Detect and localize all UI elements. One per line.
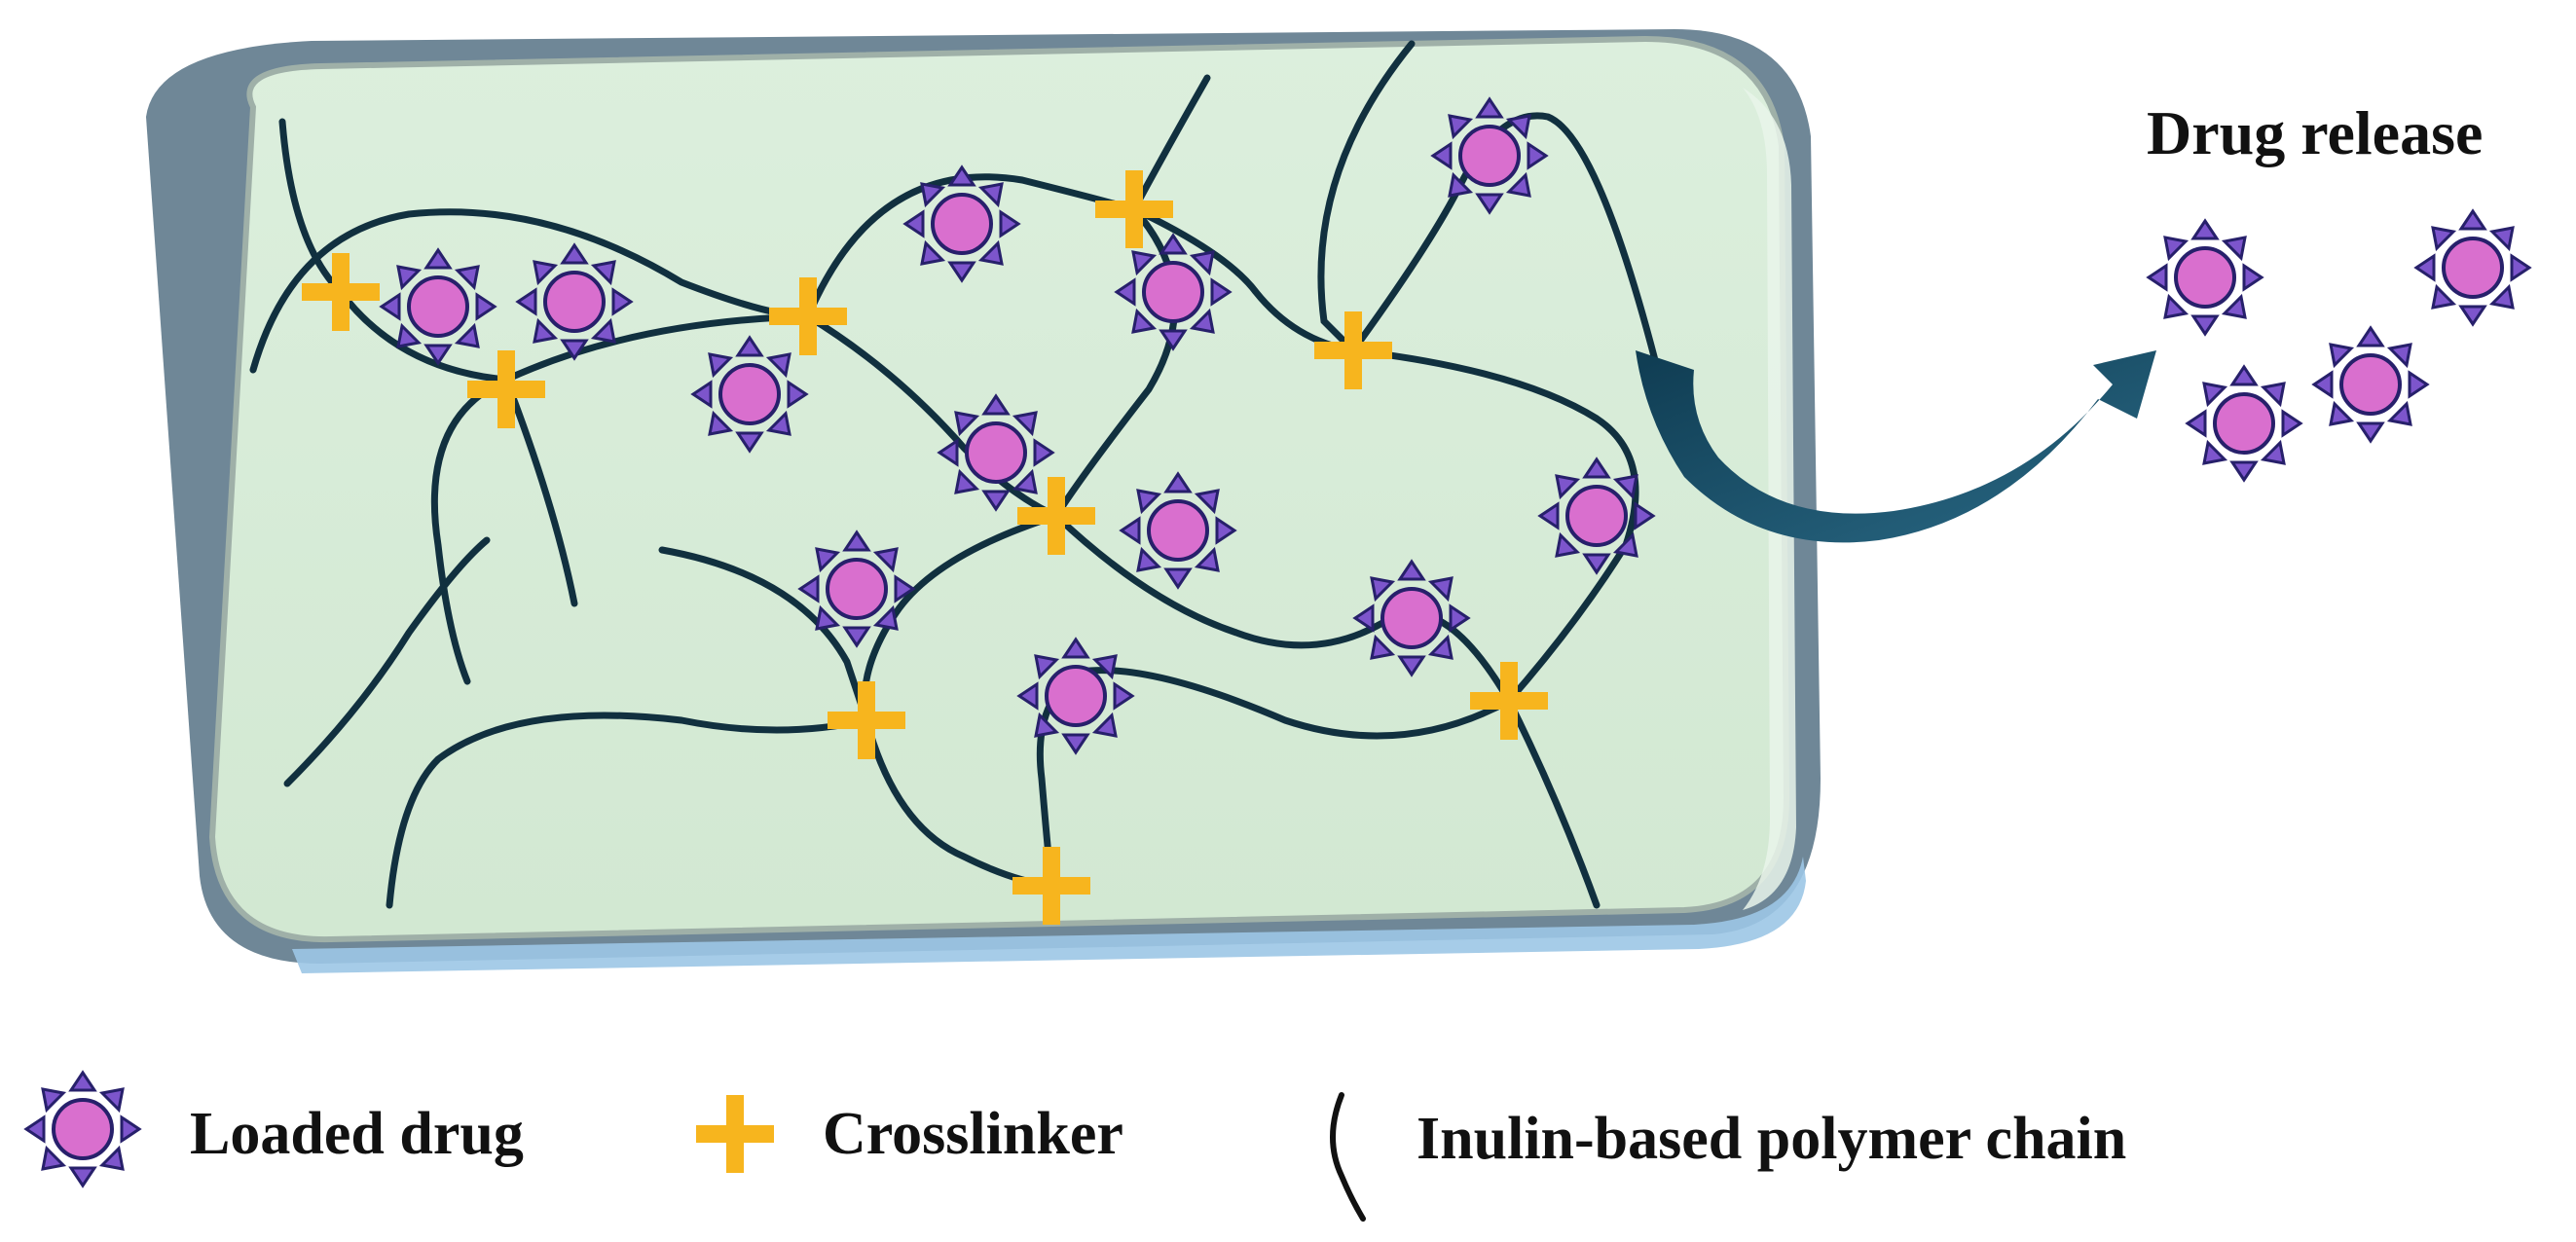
drug-particle	[938, 394, 1054, 511]
drug-particle	[1115, 234, 1232, 350]
drug-particle	[1538, 457, 1655, 574]
polymer-chain	[1130, 205, 1357, 354]
released-drug-particle	[2186, 365, 2302, 482]
polymer-chain	[804, 312, 1060, 520]
slab-highlight	[292, 857, 1806, 973]
drug-particle	[516, 243, 633, 360]
drug-release-title: Drug release	[2147, 98, 2483, 167]
drug-particle	[1120, 472, 1236, 589]
polymer-chain	[1052, 512, 1513, 705]
polymer-chain	[804, 173, 1138, 320]
released-drugs	[2147, 209, 2531, 482]
drug-particle	[380, 248, 497, 365]
polymer-chain	[1317, 40, 1416, 354]
drug-particle	[1017, 638, 1134, 754]
legend-crosslinker-label: Crosslinker	[823, 1101, 1123, 1167]
legend-polymer-label: Inulin-based polymer chain	[1417, 1106, 2126, 1172]
legend-polymer-chain-icon	[1330, 1092, 1366, 1222]
drug-particle	[798, 530, 915, 647]
drug-particle	[903, 165, 1020, 282]
legend-drug-label: Loaded drug	[190, 1101, 524, 1167]
polymer-chain	[658, 546, 870, 724]
legend: Loaded drug Crosslinker Inulin-based pol…	[24, 1071, 2126, 1222]
polymer-chain	[386, 712, 870, 909]
polymer-chain	[1505, 697, 1601, 909]
released-drug-particle	[2147, 219, 2263, 336]
legend-drug-icon	[24, 1071, 141, 1187]
released-drug-particle	[2414, 209, 2531, 326]
polymer-chain	[502, 376, 578, 607]
drug-particle	[1353, 560, 1470, 676]
polymer-chain	[283, 536, 491, 787]
drug-particle	[691, 336, 808, 453]
polymer-chain	[1349, 347, 1639, 705]
drug-particle	[1431, 97, 1548, 214]
polymer-chain	[1349, 112, 1659, 364]
polymer-chain	[502, 312, 812, 384]
polymer-chain	[430, 376, 510, 685]
legend-crosslinker-icon	[696, 1095, 774, 1173]
polymer-chain	[249, 208, 812, 374]
released-drug-particle	[2312, 326, 2429, 443]
polymer-chain	[1052, 205, 1179, 520]
release-arrow	[1636, 350, 2156, 543]
